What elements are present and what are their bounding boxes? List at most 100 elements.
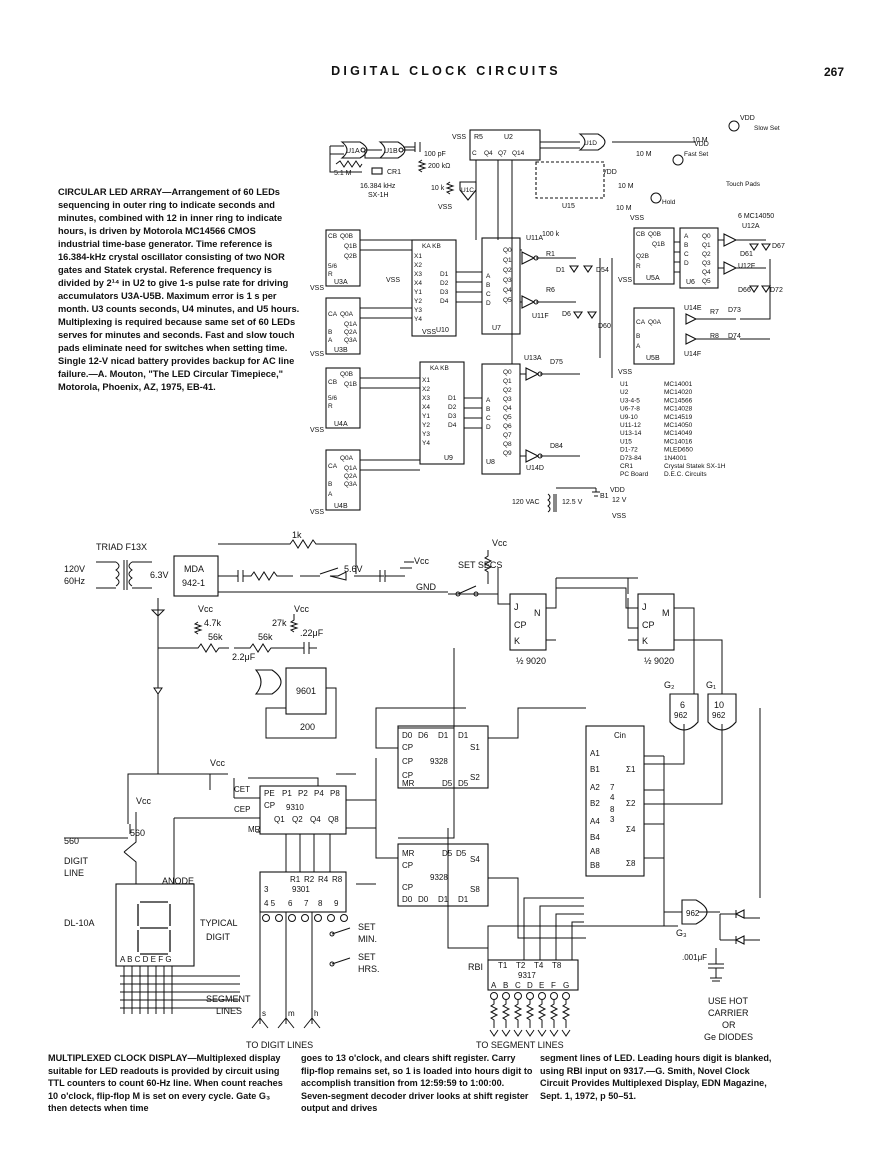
u4b-pin: Q1A bbox=[344, 465, 358, 472]
d6-label: D6 bbox=[562, 311, 571, 318]
ctr-pin: P4 bbox=[314, 789, 324, 798]
power-supply: TRIAD F13X 120V 60Hz 6.3V MDA 942-1 1k 5… bbox=[64, 530, 508, 597]
caption-1-lead: CIRCULAR LED ARRAY— bbox=[58, 187, 172, 197]
u2-pin-q4: Q4 bbox=[484, 150, 493, 157]
u9-pin: X4 bbox=[422, 404, 430, 411]
segment-output-label: G bbox=[563, 981, 569, 990]
segment-output-terminal bbox=[550, 992, 558, 1000]
u3a-pin: CB bbox=[328, 233, 337, 240]
caption-2-col1-text: Multiplexed display suitable for LED rea… bbox=[48, 1053, 283, 1114]
mux-pin: Cin bbox=[614, 731, 626, 740]
ctr-pin: Q2 bbox=[292, 815, 303, 824]
r10m-label-3: 10 M bbox=[618, 183, 634, 190]
mux-pin: A1 bbox=[590, 749, 600, 758]
half9020-a-label: ½ 9020 bbox=[516, 656, 546, 666]
parts-list-value: MC14049 bbox=[664, 430, 693, 437]
u4b-pin: Q0A bbox=[340, 455, 354, 462]
u3b-pin: B bbox=[328, 329, 332, 336]
u9-pin: Y2 bbox=[422, 422, 430, 429]
r51m-label: 5.1 M bbox=[334, 170, 352, 177]
u10-pin: X1 bbox=[414, 253, 422, 260]
parts-list-ref: U9-10 bbox=[620, 414, 638, 421]
batt-label: B1 bbox=[600, 493, 609, 500]
u9-pin: D1 bbox=[448, 395, 457, 402]
segment-output-label: A bbox=[491, 981, 497, 990]
u8-pin: Q2 bbox=[503, 387, 512, 394]
r56k-a-label: 56k bbox=[208, 632, 223, 642]
ff-n-cp: CP bbox=[514, 620, 527, 630]
vss-label-1: VSS bbox=[438, 204, 452, 211]
led-part-label: DL-10A bbox=[64, 918, 95, 928]
r47k-label: 4.7k bbox=[204, 618, 222, 628]
u10-pin: X3 bbox=[414, 271, 422, 278]
digit-label: DIGIT bbox=[206, 932, 231, 942]
gate962-a-label: 962 bbox=[674, 711, 688, 720]
counter-9310: Vcc CET CEP MR PE P1 P2 P4 P8 CP 9310 Q1… bbox=[210, 758, 347, 835]
sr-a-pin: S2 bbox=[470, 773, 480, 782]
u3a-label: U3A bbox=[334, 279, 348, 286]
dec-pin: 3 bbox=[264, 885, 269, 894]
seg-dec-in: T2 bbox=[516, 961, 526, 970]
u7-pin: Q1 bbox=[503, 257, 512, 264]
seg-dec-in: T4 bbox=[534, 961, 544, 970]
u7-pin: B bbox=[486, 282, 490, 289]
r7-label: R7 bbox=[710, 309, 719, 316]
sr-a-cp2: CP bbox=[402, 757, 413, 766]
u6-pin: C bbox=[684, 251, 689, 258]
u4b-pin: B bbox=[328, 481, 332, 488]
segment-output-terminal bbox=[526, 992, 534, 1000]
u6-pin: Q4 bbox=[702, 269, 711, 276]
caption-multiplexed-col1: MULTIPLEXED CLOCK DISPLAY—Multiplexed di… bbox=[48, 1052, 288, 1115]
parts-list-ref: U3-4-5 bbox=[620, 397, 640, 404]
u4b-pin: Q3A bbox=[344, 481, 358, 488]
u8-label: U8 bbox=[486, 459, 495, 466]
sr-a-cp: CP bbox=[402, 743, 413, 752]
vss-label-2: VSS bbox=[452, 134, 466, 141]
u12a-label: U12A bbox=[742, 223, 760, 230]
parts-list-value: D.E.C. Circuits bbox=[664, 471, 707, 478]
u5a-pin: CB bbox=[636, 231, 645, 238]
mux-pin: B2 bbox=[590, 799, 600, 808]
g2-label: G₂ bbox=[664, 680, 675, 690]
segment-output-label: F bbox=[551, 981, 556, 990]
to-digit-lines-label: TO DIGIT LINES bbox=[246, 1040, 313, 1050]
u8-pin: D bbox=[486, 424, 491, 431]
caption-multiplexed-col3: segment lines of LED. Leading hours digi… bbox=[540, 1053, 772, 1101]
u3b-label: U3B bbox=[334, 347, 348, 354]
u8-pin: C bbox=[486, 415, 491, 422]
seg-dec-in: T8 bbox=[552, 961, 562, 970]
ac-in-v-label: 120V bbox=[64, 564, 85, 574]
m-label: m bbox=[288, 1009, 295, 1018]
r8-label: R8 bbox=[710, 333, 719, 340]
r5-label: R5 bbox=[474, 134, 483, 141]
c22uf-label: .22μF bbox=[300, 628, 324, 638]
schematic-circular-led-array: U1A U1B 5.1 M CR1 16.384 kHz SX-1H 100 p… bbox=[310, 115, 785, 520]
mux-pin: Σ1 bbox=[626, 765, 636, 774]
d73-label: D73 bbox=[728, 307, 741, 314]
mux-pin: 8 bbox=[610, 805, 615, 814]
u10-pin: D3 bbox=[440, 289, 449, 296]
u10-pin: D4 bbox=[440, 298, 449, 305]
ff-m-label: M bbox=[662, 608, 670, 618]
u1b-label: U1B bbox=[384, 148, 398, 155]
parts-list-ref: U1 bbox=[620, 381, 629, 388]
u8-pin: Q3 bbox=[503, 396, 512, 403]
u4b-pin: A bbox=[328, 491, 333, 498]
decoder-output-terminal bbox=[288, 914, 296, 922]
vss-label-8: VSS bbox=[386, 277, 400, 284]
sr-b-pin: S8 bbox=[470, 885, 480, 894]
decoder-output-terminal bbox=[301, 914, 309, 922]
ac-in-label: 120 VAC bbox=[512, 499, 540, 506]
u9-top-label: KA KB bbox=[430, 365, 449, 372]
vss-label-5: VSS bbox=[310, 351, 324, 358]
seg-dec-in: T1 bbox=[498, 961, 508, 970]
u8-pin: Q8 bbox=[503, 441, 512, 448]
mux-pin: 3 bbox=[610, 815, 615, 824]
vdd-label-3: VDD bbox=[602, 169, 617, 176]
vss-label-10: VSS bbox=[618, 277, 632, 284]
u7-pin: C bbox=[486, 291, 491, 298]
ctr-mr-label: MR bbox=[248, 825, 261, 834]
ic9310-label: 9310 bbox=[286, 803, 304, 812]
